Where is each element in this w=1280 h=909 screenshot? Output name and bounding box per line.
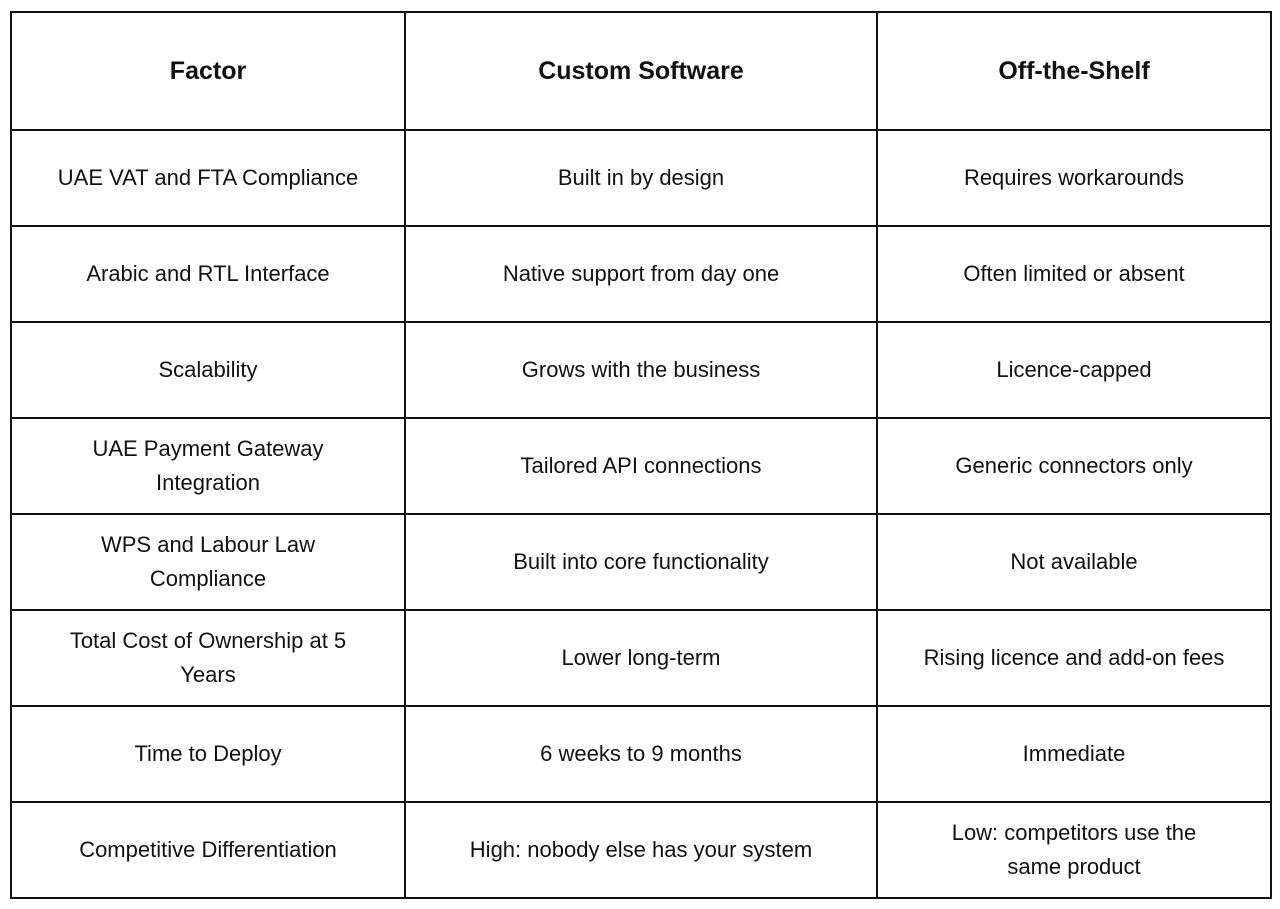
factor-text: UAE Payment Gateway Integration [92,436,324,495]
header-off-the-shelf: Off-the-Shelf [876,11,1272,131]
factor-text: Scalability [158,357,258,382]
shelf-cell: Generic connectors only [876,417,1272,515]
shelf-cell: Requires workarounds [876,129,1272,227]
factor-cell: Time to Deploy [10,705,406,803]
factor-text: UAE VAT and FTA Compliance [57,165,359,190]
shelf-cell: Licence-capped [876,321,1272,419]
shelf-cell: Rising licence and add-on fees [876,609,1272,707]
factor-cell: Competitive Differentiation [10,801,406,899]
custom-cell: 6 weeks to 9 months [404,705,878,803]
table-body: UAE VAT and FTA Compliance Built in by d… [10,129,1272,899]
custom-cell: Grows with the business [404,321,878,419]
shelf-cell: Low: competitors use the same product [876,801,1272,899]
factor-text: WPS and Labour Law Compliance [100,532,316,591]
table-row: Scalability Grows with the business Lice… [10,321,1272,419]
custom-cell: Lower long-term [404,609,878,707]
table-row: Time to Deploy 6 weeks to 9 months Immed… [10,705,1272,803]
table-row: UAE Payment Gateway Integration Tailored… [10,417,1272,515]
factor-cell: Total Cost of Ownership at 5 Years [10,609,406,707]
custom-cell: High: nobody else has your system [404,801,878,899]
custom-cell: Built into core functionality [404,513,878,611]
factor-cell: UAE Payment Gateway Integration [10,417,406,515]
table-row: Total Cost of Ownership at 5 Years Lower… [10,609,1272,707]
custom-cell: Native support from day one [404,225,878,323]
custom-cell: Tailored API connections [404,417,878,515]
factor-text: Arabic and RTL Interface [86,261,330,286]
factor-cell: UAE VAT and FTA Compliance [10,129,406,227]
factor-text: Time to Deploy [134,741,282,766]
header-factor: Factor [10,11,406,131]
custom-cell: Built in by design [404,129,878,227]
factor-text: Total Cost of Ownership at 5 Years [69,628,347,687]
shelf-cell: Immediate [876,705,1272,803]
table-row: Arabic and RTL Interface Native support … [10,225,1272,323]
table-row: WPS and Labour Law Compliance Built into… [10,513,1272,611]
shelf-cell: Not available [876,513,1272,611]
table-row: UAE VAT and FTA Compliance Built in by d… [10,129,1272,227]
header-row: Factor Custom Software Off-the-Shelf [10,11,1272,131]
factor-text: Competitive Differentiation [79,837,337,862]
shelf-text: Low: competitors use the same product [951,820,1197,879]
factor-cell: Scalability [10,321,406,419]
factor-cell: WPS and Labour Law Compliance [10,513,406,611]
table-row: Competitive Differentiation High: nobody… [10,801,1272,899]
factor-cell: Arabic and RTL Interface [10,225,406,323]
header-custom-software: Custom Software [404,11,878,131]
shelf-cell: Often limited or absent [876,225,1272,323]
comparison-table: Factor Custom Software Off-the-Shelf UAE… [10,11,1272,899]
table-header: Factor Custom Software Off-the-Shelf [10,11,1272,131]
